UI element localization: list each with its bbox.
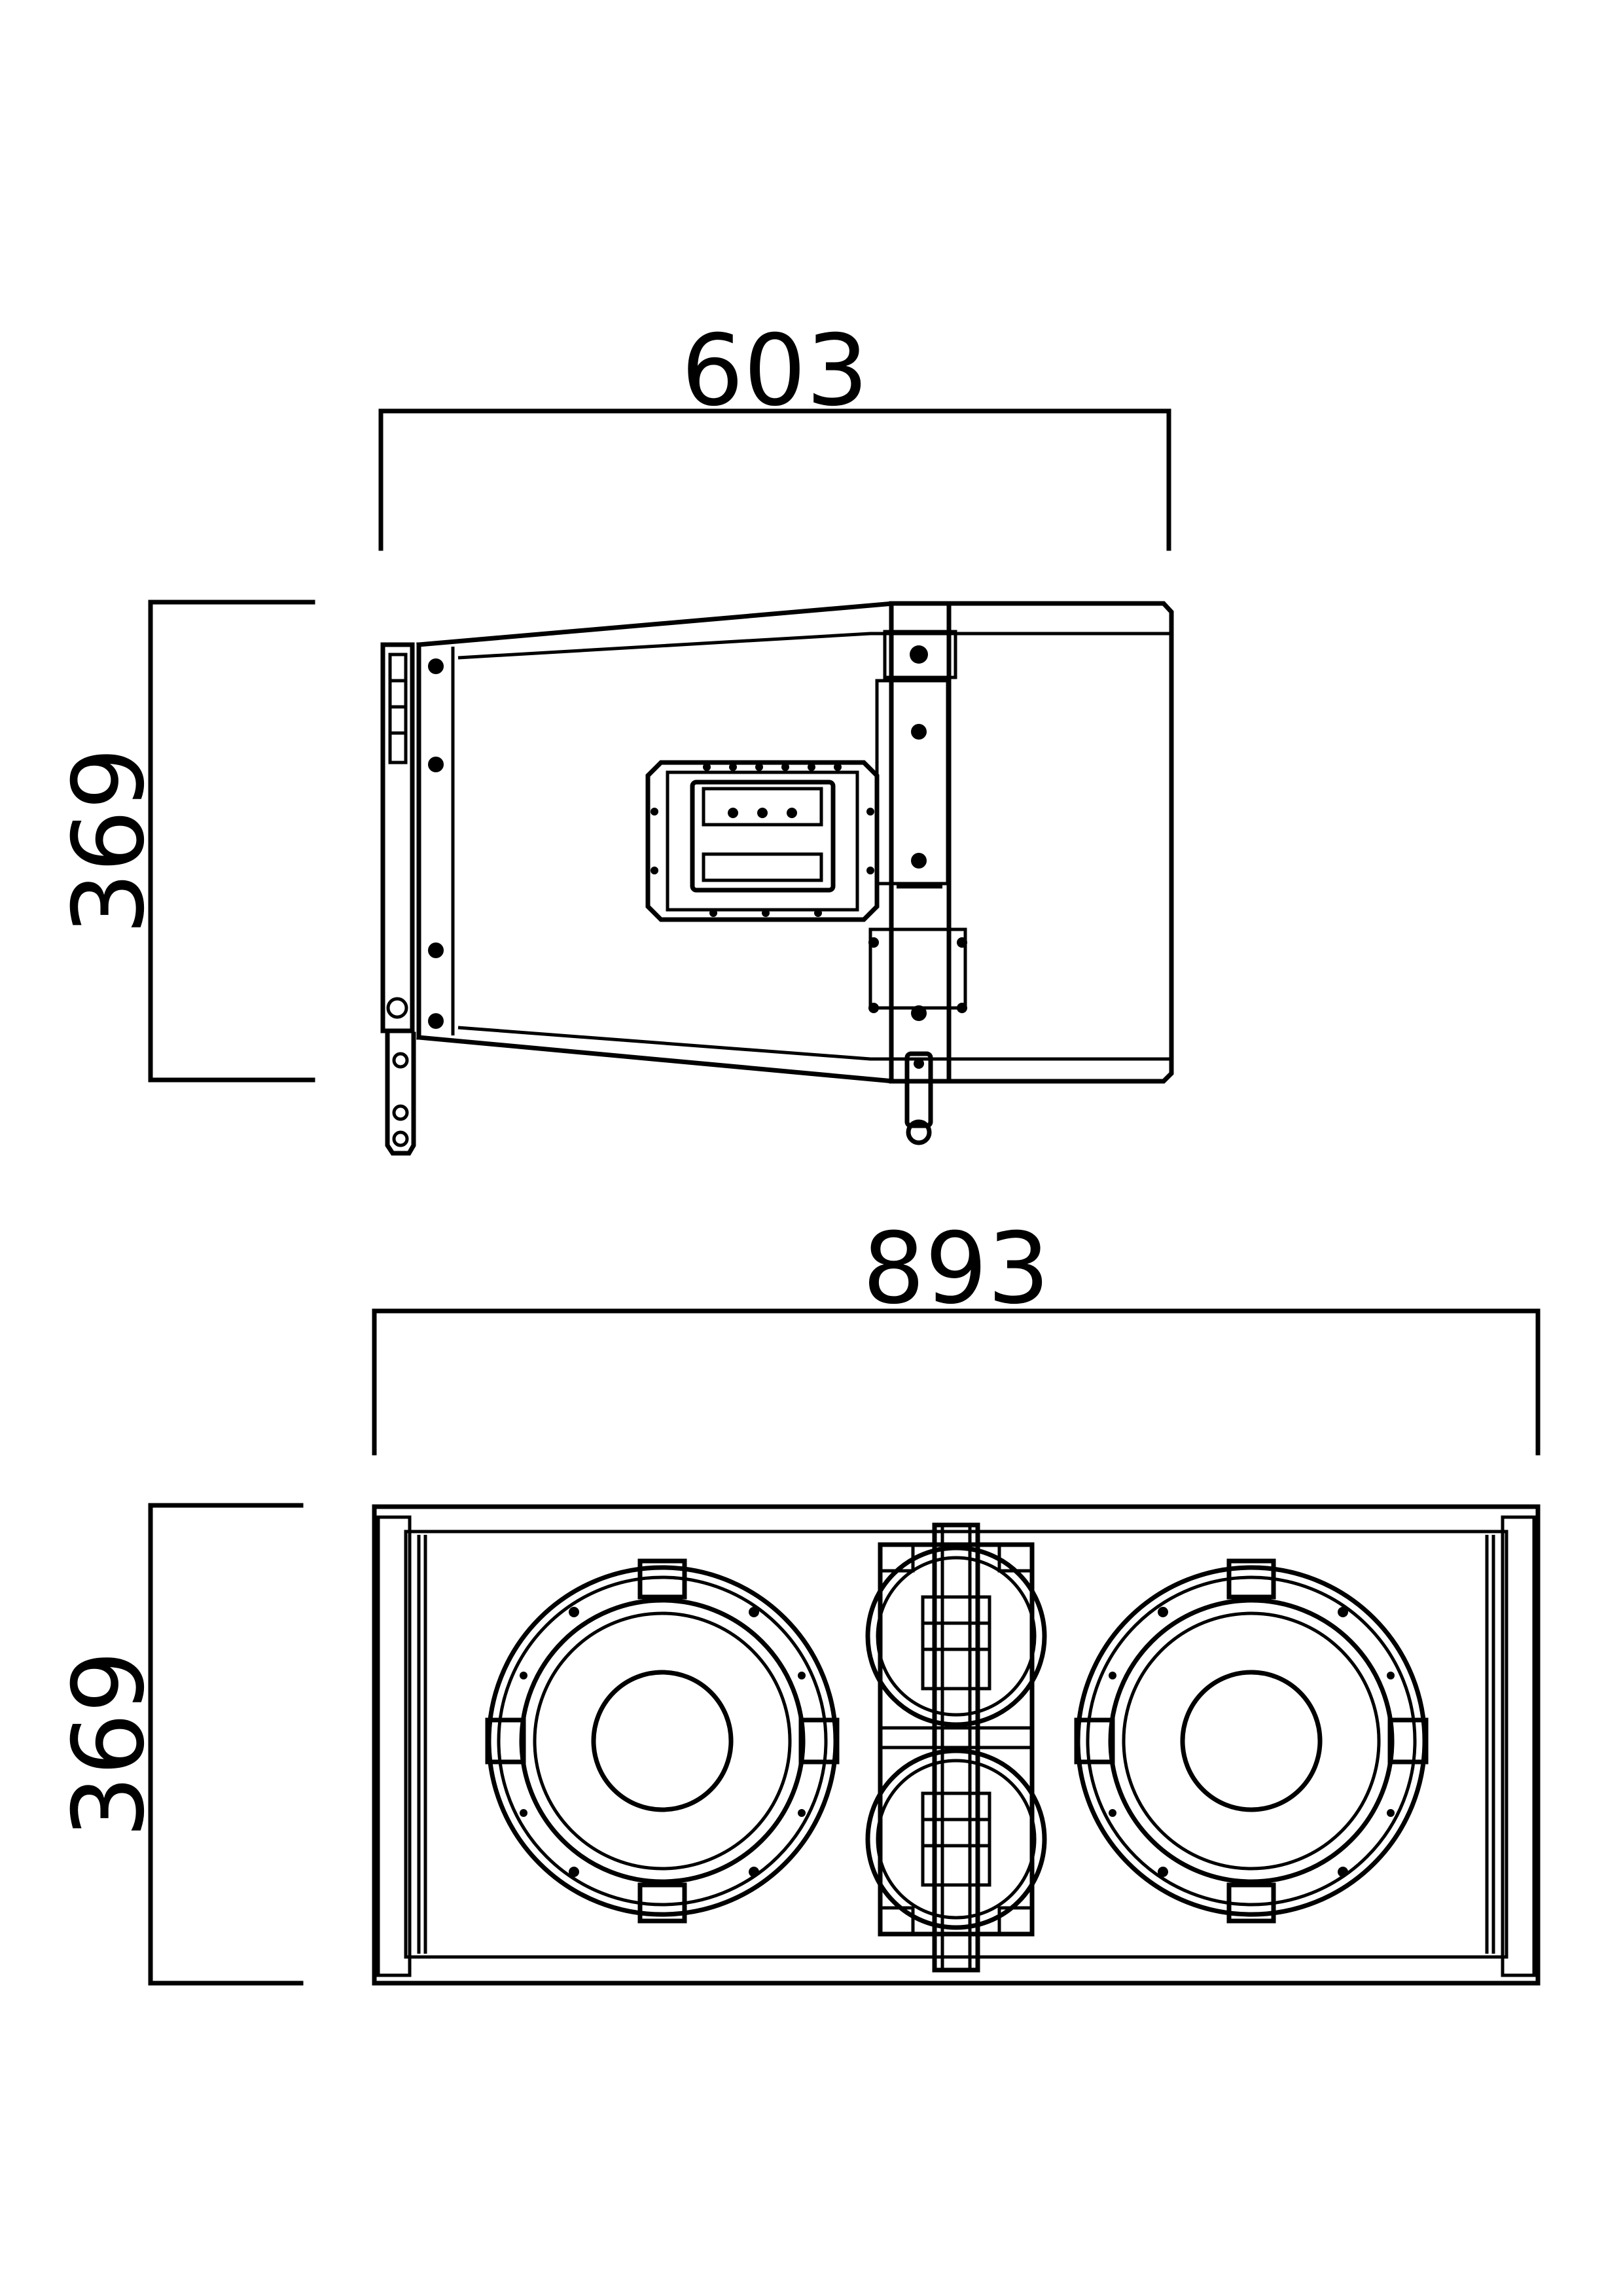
front-height-label: 369 xyxy=(52,1651,166,1838)
side-height-label: 369 xyxy=(52,747,166,935)
side-width-dimension: 603 xyxy=(378,314,1171,551)
front-view: 893 369 xyxy=(52,1212,1541,1986)
side-cabinet xyxy=(380,601,1174,1156)
side-width-label: 603 xyxy=(681,314,868,428)
side-view: 603 369 xyxy=(52,314,1174,1156)
side-handle xyxy=(645,760,880,922)
front-width-dimension: 893 xyxy=(372,1212,1541,1456)
left-woofer xyxy=(485,1558,840,1924)
front-height-dimension: 369 xyxy=(52,1503,304,1986)
right-woofer xyxy=(1074,1558,1429,1924)
center-hf-module xyxy=(865,1522,1047,1973)
front-width-label: 893 xyxy=(863,1212,1050,1326)
side-height-dimension: 369 xyxy=(52,600,315,1083)
side-rear-rigging xyxy=(868,601,967,1145)
front-cabinet xyxy=(372,1504,1541,1986)
